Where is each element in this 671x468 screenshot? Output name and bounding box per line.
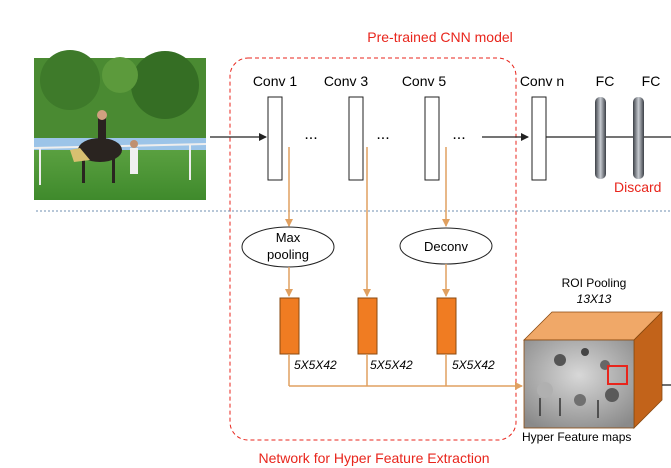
- diagram-title: Pre-trained CNN model: [367, 29, 513, 45]
- conv5-label: Conv 5: [402, 73, 447, 89]
- discard-label: Discard: [614, 179, 661, 195]
- roi-box: [607, 365, 628, 385]
- max-pooling-label-2: pooling: [267, 247, 309, 262]
- max-pooling-node: [241, 226, 335, 268]
- feature-block-3: [436, 297, 457, 355]
- roi-pooling-title: ROI Pooling: [562, 276, 627, 290]
- feature-dim-2: 5X5X42: [370, 358, 413, 372]
- conv3-label: Conv 3: [324, 73, 369, 89]
- fc2-layer: [633, 97, 644, 179]
- conv3-layer: [348, 96, 364, 181]
- convn-layer: [531, 96, 547, 181]
- network-caption: Network for Hyper Feature Extraction: [258, 450, 489, 466]
- roi-pooling-size: 13X13: [577, 292, 612, 306]
- input-image: [33, 50, 207, 200]
- max-pooling-label-1: Max: [276, 230, 301, 245]
- conv1-label: Conv 1: [253, 73, 298, 89]
- feature-dim-1: 5X5X42: [294, 358, 337, 372]
- ellipsis-3: ...: [452, 126, 465, 143]
- fc1-layer: [595, 97, 606, 179]
- feature-block-2: [357, 297, 378, 355]
- hyper-feature-network-box: [229, 57, 517, 441]
- hyper-feature-maps-label: Hyper Feature maps: [522, 430, 631, 444]
- ellipsis-2: ...: [376, 126, 389, 143]
- convn-label: Conv n: [520, 73, 564, 89]
- conv5-layer: [424, 96, 440, 181]
- fc1-label: FC: [596, 73, 615, 89]
- hyper-feature-cube: [523, 311, 663, 429]
- conv1-layer: [267, 96, 283, 181]
- fc2-label: FC: [642, 73, 661, 89]
- ellipsis-1: ...: [304, 126, 317, 143]
- deconv-label: Deconv: [424, 239, 469, 254]
- feature-block-1: [279, 297, 300, 355]
- feature-dim-3: 5X5X42: [452, 358, 495, 372]
